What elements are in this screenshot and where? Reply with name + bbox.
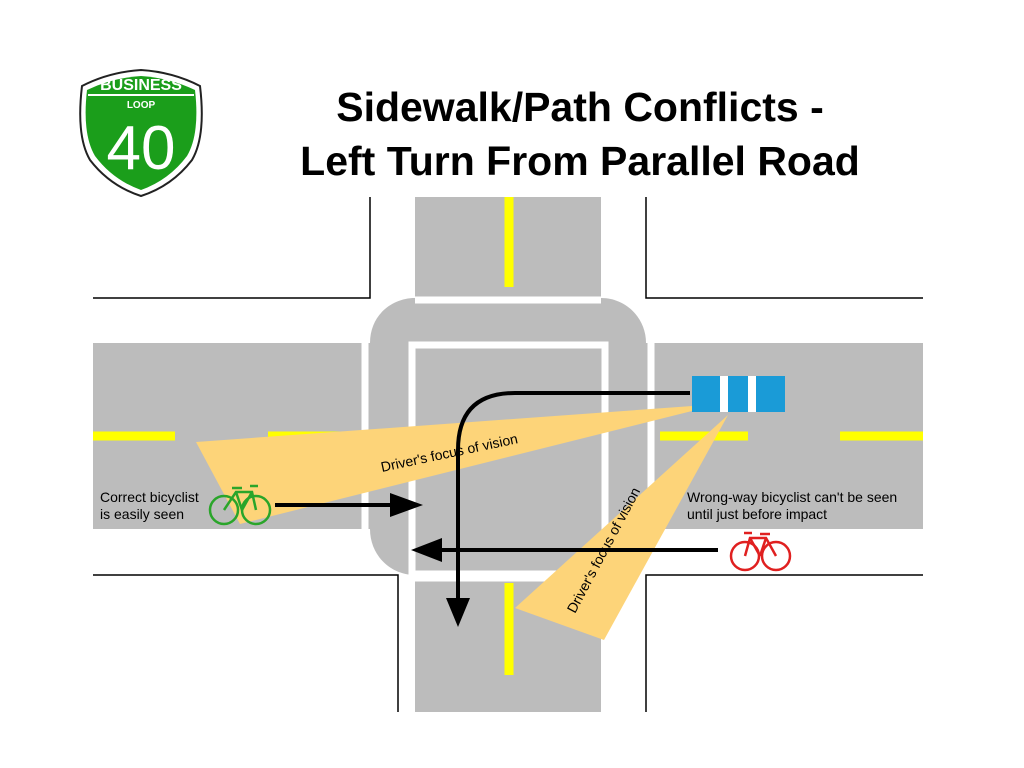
correct-bicyclist-arrow	[275, 493, 423, 517]
title-line-2: Left Turn From Parallel Road	[300, 138, 860, 184]
car-turn-path-arrow	[446, 391, 690, 627]
wrong-way-bicyclist-label-line-1: Wrong-way bicyclist can't be seen	[687, 489, 897, 505]
curb-lines	[93, 197, 923, 712]
interstate-business-loop-shield-icon: BUSINESS LOOP 40	[79, 68, 203, 198]
wrong-way-bicyclist-icon	[729, 531, 792, 572]
shield-route-number: 40	[107, 114, 176, 183]
wrong-way-bicyclist-label-line-2: until just before impact	[687, 506, 827, 522]
correct-bicyclist-label-line-1: Correct bicyclist	[100, 489, 199, 505]
correct-bicyclist-icon	[208, 484, 272, 526]
shield-loop-text: LOOP	[127, 100, 156, 111]
car-icon	[692, 376, 785, 412]
vision-cone-2	[515, 415, 728, 640]
correct-bicyclist-label-line-2: is easily seen	[100, 506, 184, 522]
shield-top-text: BUSINESS	[100, 77, 182, 94]
wrong-way-bicyclist-arrow	[411, 538, 718, 562]
shield-body	[85, 76, 197, 190]
page-title: Sidewalk/Path Conflicts - Left Turn From…	[240, 80, 920, 188]
title-line-1: Sidewalk/Path Conflicts -	[336, 84, 824, 130]
